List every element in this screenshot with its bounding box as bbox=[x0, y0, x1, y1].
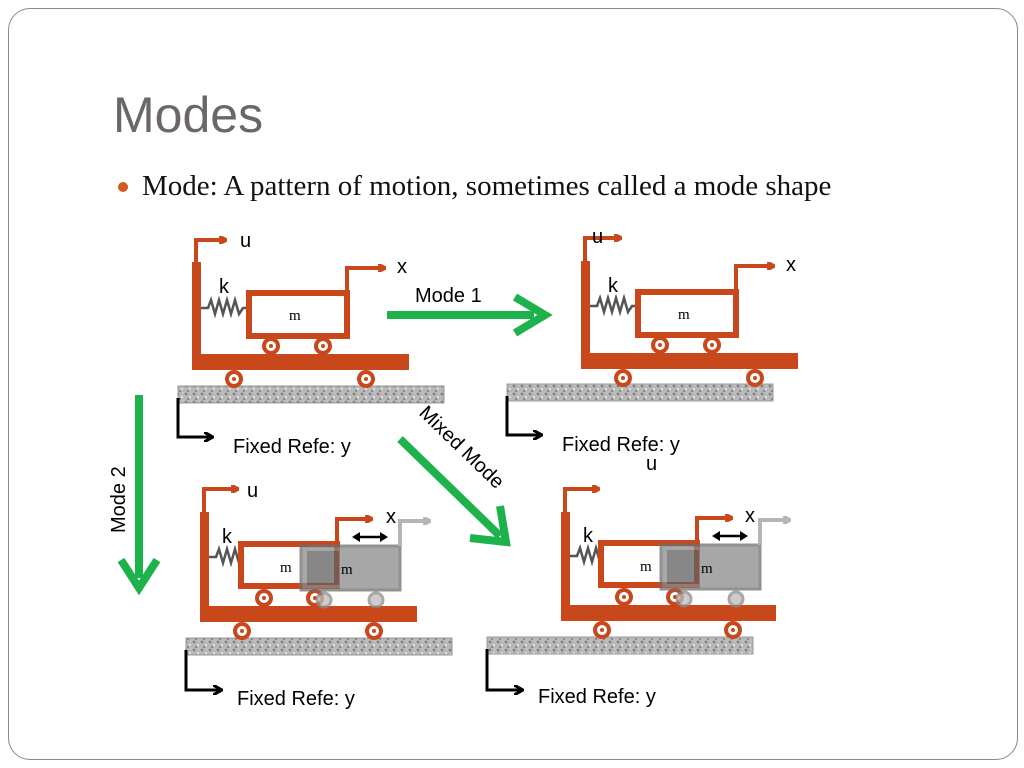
m-label: m bbox=[280, 560, 292, 576]
k-label: k bbox=[608, 275, 619, 297]
spring bbox=[201, 295, 249, 319]
system-top-right: u x k m Fixed Refe: y u bbox=[505, 226, 798, 475]
ghost-mass bbox=[299, 544, 402, 609]
mode1-label: Mode 1 bbox=[415, 285, 482, 307]
x-arrow bbox=[345, 268, 384, 293]
mode2-arrow bbox=[117, 395, 161, 596]
u-arrow bbox=[202, 489, 237, 512]
mixed-mode-arrow bbox=[397, 436, 511, 547]
ground bbox=[506, 383, 774, 402]
mass-wheels bbox=[651, 336, 721, 354]
u-label: u bbox=[592, 226, 603, 248]
x-label: x bbox=[745, 505, 755, 527]
ground bbox=[185, 637, 453, 656]
system-top-left: u x k m Fixed Refe: y bbox=[176, 230, 445, 458]
bullet-text: Mode: A pattern of motion, sometimes cal… bbox=[142, 170, 832, 202]
u-label-extra: u bbox=[646, 453, 657, 475]
fixed-ref-label: Fixed Refe: y bbox=[538, 686, 656, 708]
platform-post bbox=[192, 262, 201, 358]
platform-post bbox=[200, 512, 209, 608]
m-label-ghost: m bbox=[701, 561, 713, 577]
platform-wheels bbox=[225, 370, 375, 388]
oscillation-arrow-icon bbox=[352, 532, 388, 542]
x-label: x bbox=[786, 254, 796, 276]
spring bbox=[209, 544, 245, 568]
u-label: u bbox=[240, 230, 251, 252]
u-label: u bbox=[247, 480, 258, 502]
m-label-ghost: m bbox=[341, 562, 353, 578]
bullet-dot-icon bbox=[118, 181, 128, 192]
platform-wheels bbox=[614, 369, 764, 387]
x-arrow bbox=[335, 519, 371, 544]
fixed-ref-axis bbox=[485, 649, 522, 690]
mass-wheels bbox=[615, 588, 684, 606]
fixed-ref-label: Fixed Refe: y bbox=[233, 436, 351, 458]
platform bbox=[561, 605, 776, 621]
mass-wheels bbox=[262, 337, 332, 355]
m-label: m bbox=[678, 307, 690, 323]
mass-wheels bbox=[255, 589, 324, 607]
x-arrow-ghost bbox=[758, 520, 789, 545]
mode2-label: Mode 2 bbox=[108, 466, 130, 533]
platform bbox=[200, 606, 417, 622]
mass-block bbox=[635, 289, 739, 338]
u-arrow bbox=[583, 238, 620, 261]
ghost-mass bbox=[659, 543, 762, 608]
fixed-ref-label: Fixed Refe: y bbox=[237, 688, 355, 710]
fixed-ref-axis bbox=[505, 396, 541, 435]
x-arrow bbox=[734, 266, 773, 292]
k-label: k bbox=[219, 276, 230, 298]
mixed-mode-label: Mixed Mode bbox=[415, 402, 509, 493]
slide-title: Modes bbox=[113, 87, 264, 143]
x-arrow bbox=[695, 518, 731, 543]
x-label: x bbox=[397, 256, 407, 278]
bullet-item: Mode: A pattern of motion, sometimes cal… bbox=[118, 170, 831, 203]
x-label: x bbox=[386, 506, 396, 528]
spring bbox=[590, 293, 638, 317]
k-label: k bbox=[222, 526, 233, 548]
platform-post bbox=[561, 512, 570, 608]
fixed-ref-axis bbox=[176, 398, 212, 437]
platform-post bbox=[581, 261, 590, 357]
x-arrow-ghost bbox=[398, 521, 429, 546]
system-bottom-right: x k m m Fixed Refe: y bbox=[485, 489, 789, 708]
mode1-arrow bbox=[387, 293, 553, 337]
fixed-ref-axis bbox=[184, 650, 221, 690]
u-arrow bbox=[563, 489, 598, 512]
ground bbox=[486, 636, 754, 655]
m-label: m bbox=[640, 559, 652, 575]
u-arrow bbox=[194, 240, 225, 262]
platform bbox=[581, 353, 798, 369]
platform bbox=[192, 354, 409, 370]
system-bottom-left: u x k m m Fixed Refe: y bbox=[184, 480, 453, 710]
ground bbox=[177, 385, 445, 404]
platform-wheels bbox=[593, 621, 742, 639]
oscillation-arrow-icon bbox=[712, 531, 748, 541]
k-label: k bbox=[583, 525, 594, 547]
mass-block bbox=[246, 290, 350, 339]
fixed-ref-label: Fixed Refe: y bbox=[562, 434, 680, 456]
m-label: m bbox=[289, 308, 301, 324]
platform-wheels bbox=[233, 622, 383, 640]
